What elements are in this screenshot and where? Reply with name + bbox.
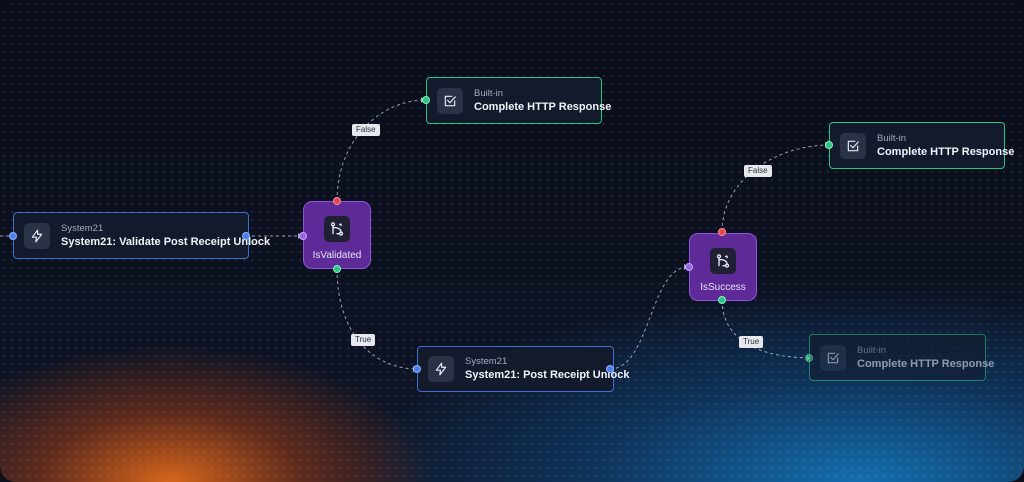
node-title: Complete HTTP Response [857,357,995,370]
output-port[interactable] [242,232,250,240]
node-subtitle: Built-in [474,87,504,99]
complete-http-response-node-right[interactable]: Built-in Complete HTTP Response [829,122,1014,169]
branch-icon [324,216,350,242]
condition-label: IsValidated [312,250,362,261]
edge-issuccess-false [721,144,831,233]
node-subtitle: System21 [465,356,508,367]
edge-isvalidated-false [336,99,427,202]
complete-http-response-node-top[interactable]: Built-in Complete HTTP Response [426,77,611,124]
node-subtitle: Built-in [877,132,907,144]
edge-isvalidated-true [336,268,421,370]
node-title: System21: Validate Post Receipt Unlock [61,235,271,248]
validate-post-receipt-unlock-node[interactable]: System21 System21: Validate Post Receipt… [13,212,270,259]
input-port[interactable] [825,141,833,149]
lightning-icon [24,222,50,249]
false-port[interactable] [718,228,726,236]
input-port[interactable] [685,263,693,271]
true-port[interactable] [718,296,726,304]
true-port[interactable] [333,265,341,273]
checkbox-icon [437,87,463,114]
complete-http-response-node-faded[interactable]: Built-in Complete HTTP Response [809,334,994,381]
input-port[interactable] [9,232,17,240]
post-receipt-unlock-node[interactable]: System21 System21: Post Receipt Unlock [417,346,629,392]
edge-postunlock-to-issuccess [609,266,689,370]
input-port[interactable] [299,232,307,240]
is-validated-condition-node[interactable]: IsValidated [303,201,371,269]
node-title: Complete HTTP Response [877,145,1015,158]
output-port[interactable] [606,365,614,373]
edge-label-false: False [744,165,772,177]
input-port[interactable] [422,96,430,104]
node-title: System21: Post Receipt Unlock [465,369,630,381]
input-port[interactable] [805,354,813,362]
false-port[interactable] [333,197,341,205]
edge-label-true: True [351,334,376,346]
edge-label-false: False [352,124,380,136]
edge-label-true: True [739,336,764,348]
condition-label: IsSuccess [700,282,746,293]
edge-issuccess-true [721,299,813,359]
input-port[interactable] [413,365,421,373]
node-title: Complete HTTP Response [474,100,612,113]
node-subtitle: System21 [61,222,104,234]
node-subtitle: Built-in [857,344,887,356]
checkbox-icon [840,132,866,159]
is-success-condition-node[interactable]: IsSuccess [689,233,757,301]
lightning-icon [428,356,454,382]
branch-icon [710,248,736,274]
checkbox-icon [820,344,846,371]
